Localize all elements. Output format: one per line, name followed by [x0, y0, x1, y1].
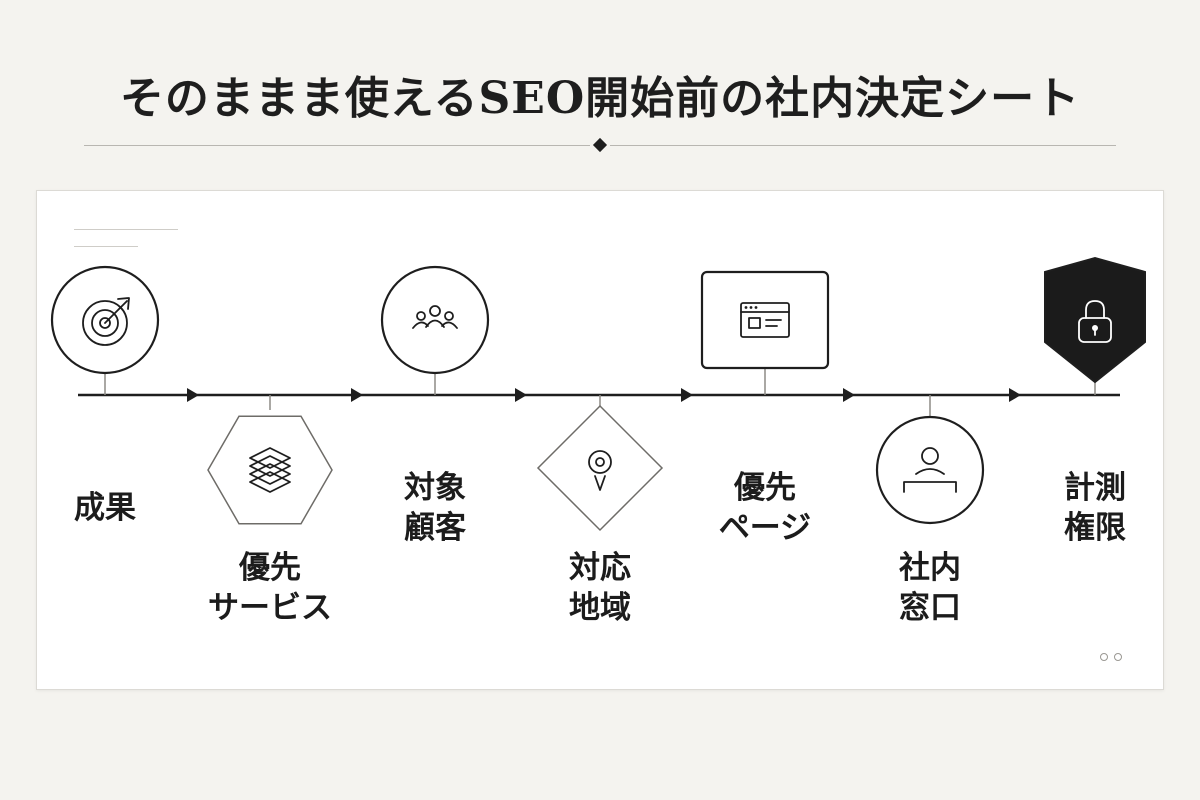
step-label: 社内窓口: [845, 548, 1015, 628]
step-label-line: 計測: [1064, 470, 1126, 506]
step-label-line: サービス: [208, 590, 332, 626]
timeline-step: [700, 270, 830, 395]
step-label-line: 優先: [734, 470, 796, 506]
step-label: 計測権限: [1010, 468, 1180, 548]
timeline-arrow-icon: [681, 388, 693, 402]
step-label: 成果: [20, 488, 190, 528]
people-icon: [412, 305, 458, 329]
timeline-step: [50, 265, 160, 395]
step-shield: [1044, 256, 1146, 384]
timeline-step: [1044, 256, 1146, 395]
step-circle: [50, 265, 160, 375]
step-label-line: 成果: [74, 490, 136, 526]
step-diamond: [536, 404, 664, 532]
timeline-arrow-icon: [187, 388, 199, 402]
step-label: 優先サービス: [185, 548, 355, 628]
layers-icon: [249, 447, 291, 493]
step-label-line: ページ: [718, 510, 812, 546]
title-divider-right: [610, 145, 1116, 146]
target-icon: [82, 297, 130, 346]
step-label: 優先ページ: [680, 468, 850, 548]
step-label-line: 顧客: [404, 510, 466, 546]
panel-dots: [1100, 646, 1128, 665]
browser-page-icon: [740, 302, 790, 338]
person-desk-icon: [903, 447, 957, 493]
dot-icon: [1100, 653, 1108, 661]
step-hexagon: [207, 415, 333, 525]
step-label-line: 権限: [1064, 510, 1126, 546]
timeline-step: [380, 265, 490, 395]
location-pin-icon: [588, 450, 612, 491]
step-label-line: 社内: [899, 550, 961, 586]
step-label-line: 優先: [239, 550, 301, 586]
timeline-step: [875, 395, 985, 525]
timeline-layer: [78, 388, 1120, 402]
step-label-line: 窓口: [899, 590, 961, 626]
timeline-arrow-icon: [515, 388, 527, 402]
page-title: そのままま使えるSEO開始前の社内決定シート: [119, 73, 1081, 124]
step-card: [700, 270, 830, 370]
panel-deco-line: [74, 246, 138, 247]
timeline-arrow-icon: [843, 388, 855, 402]
title-divider-left: [84, 145, 590, 146]
step-shapes-layer: [50, 256, 1146, 532]
panel-deco-line: [74, 229, 178, 230]
step-label-line: 地域: [569, 590, 631, 626]
step-circle: [875, 415, 985, 525]
step-label-line: 対象: [404, 470, 466, 506]
timeline-arrow-icon: [1009, 388, 1021, 402]
timeline-step: [207, 395, 333, 525]
timeline-arrow-icon: [351, 388, 363, 402]
step-label-line: 対応: [569, 550, 631, 586]
step-label: 対象顧客: [350, 468, 520, 548]
step-label: 対応地域: [515, 548, 685, 628]
padlock-icon: [1078, 300, 1112, 343]
dot-icon: [1114, 653, 1122, 661]
timeline-step: [536, 395, 664, 532]
